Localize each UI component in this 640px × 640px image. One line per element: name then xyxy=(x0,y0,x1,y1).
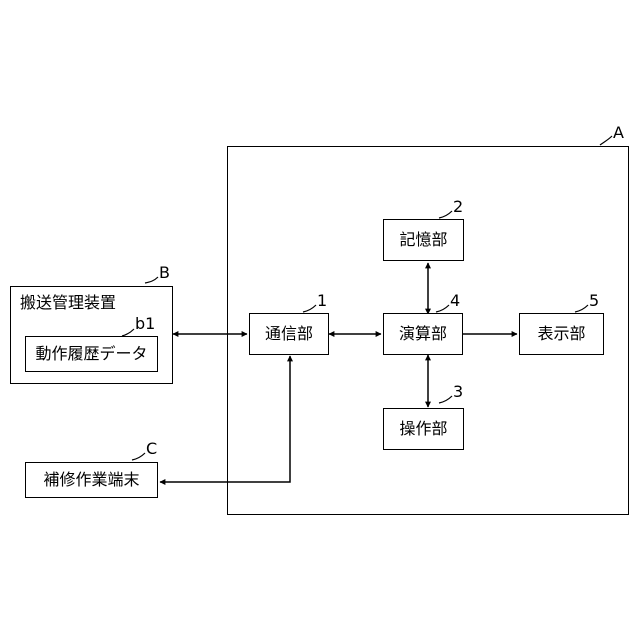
repair-work-terminal-label: 補修作業端末 xyxy=(26,463,157,497)
repair-work-terminal-ref: C xyxy=(146,441,157,457)
operation-unit-ref: 3 xyxy=(453,384,463,400)
operation-unit-label: 操作部 xyxy=(384,409,463,449)
communication-unit-label: 通信部 xyxy=(250,314,328,354)
operation-history-data-label: 動作履歴データ xyxy=(26,337,157,371)
operation-unit: 操作部 xyxy=(383,408,464,450)
operation-history-data: 動作履歴データ xyxy=(25,336,158,372)
storage-unit-label: 記憶部 xyxy=(384,220,463,260)
transport-management-device-label: 搬送管理装置 xyxy=(20,293,116,313)
operation-history-data-ref: b1 xyxy=(135,316,155,332)
leader-line-A xyxy=(600,136,612,145)
display-unit-label: 表示部 xyxy=(520,314,603,354)
system-ref-label: A xyxy=(613,125,624,141)
storage-unit: 記憶部 xyxy=(383,219,464,261)
computing-unit: 演算部 xyxy=(383,313,463,355)
storage-unit-ref: 2 xyxy=(453,199,463,215)
communication-unit: 通信部 xyxy=(249,313,329,355)
leader-line-B xyxy=(145,277,158,283)
communication-unit-ref: 1 xyxy=(317,293,327,309)
computing-unit-label: 演算部 xyxy=(384,314,462,354)
repair-work-terminal: 補修作業端末 xyxy=(25,462,158,498)
display-unit: 表示部 xyxy=(519,313,604,355)
computing-unit-ref: 4 xyxy=(450,293,460,309)
transport-management-device-ref: B xyxy=(159,265,170,281)
display-unit-ref: 5 xyxy=(589,293,599,309)
leader-line-C xyxy=(132,453,145,460)
